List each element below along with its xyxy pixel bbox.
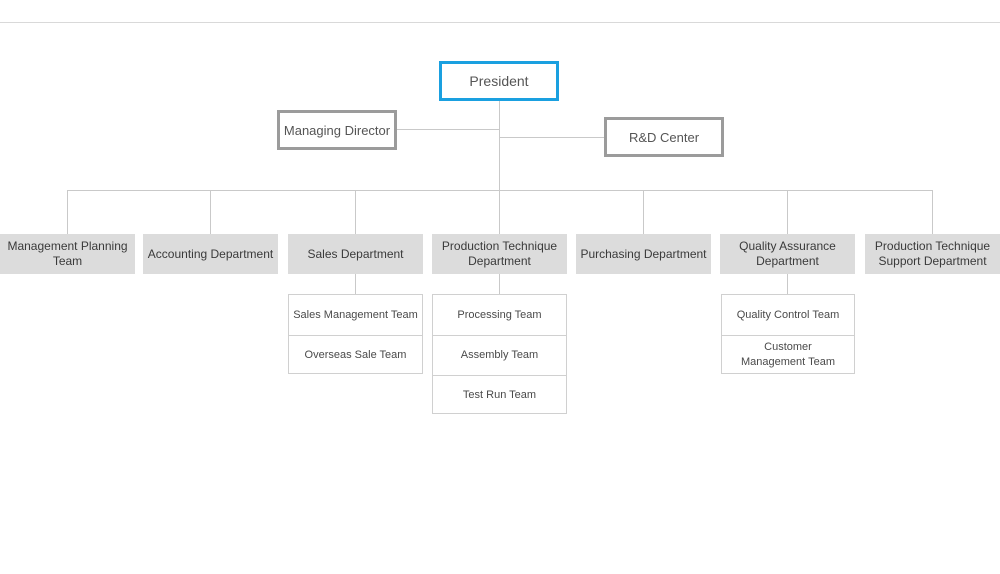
connector-managing-director — [395, 129, 499, 130]
department-quality-assurance: Quality Assurance Department — [720, 234, 855, 274]
team-quality-control: Quality Control Team — [736, 308, 840, 321]
connector-department-bus — [67, 190, 933, 191]
connector-dept-4 — [499, 190, 500, 234]
connector-production-teams — [499, 274, 500, 295]
department-purchasing: Purchasing Department — [576, 234, 711, 274]
connector-president-trunk — [499, 99, 500, 190]
connector-quality-teams — [787, 274, 788, 295]
connector-sales-teams — [355, 274, 356, 295]
connector-dept-2 — [210, 190, 211, 234]
department-production-technique: Production Technique Department — [432, 234, 567, 274]
sales-teams-group: Sales Management Team Overseas Sale Team — [288, 294, 423, 374]
team-assembly: Assembly Team — [433, 335, 566, 375]
department-management-planning: Management Planning Team — [0, 234, 135, 274]
team-sales-management: Sales Management Team — [293, 308, 418, 321]
rd-center-node: R&D Center — [604, 117, 724, 157]
department-accounting: Accounting Department — [143, 234, 278, 274]
connector-dept-5 — [643, 190, 644, 234]
header-divider — [0, 22, 1000, 23]
president-node: President — [439, 61, 559, 101]
production-teams-group: Processing Team Assembly Team Test Run T… — [432, 294, 567, 414]
quality-teams-group: Quality Control Team Customer Management… — [721, 294, 855, 374]
team-overseas-sale: Overseas Sale Team — [289, 335, 422, 374]
department-production-technique-support: Production Technique Support Department — [865, 234, 1000, 274]
team-test-run: Test Run Team — [433, 375, 566, 414]
connector-dept-3 — [355, 190, 356, 234]
connector-rd-center — [500, 137, 605, 138]
department-sales: Sales Department — [288, 234, 423, 274]
connector-dept-6 — [787, 190, 788, 234]
team-customer-management: Customer Management Team — [722, 335, 854, 374]
connector-dept-7 — [932, 190, 933, 234]
connector-dept-1 — [67, 190, 68, 234]
managing-director-node: Managing Director — [277, 110, 397, 150]
team-processing: Processing Team — [457, 308, 542, 321]
